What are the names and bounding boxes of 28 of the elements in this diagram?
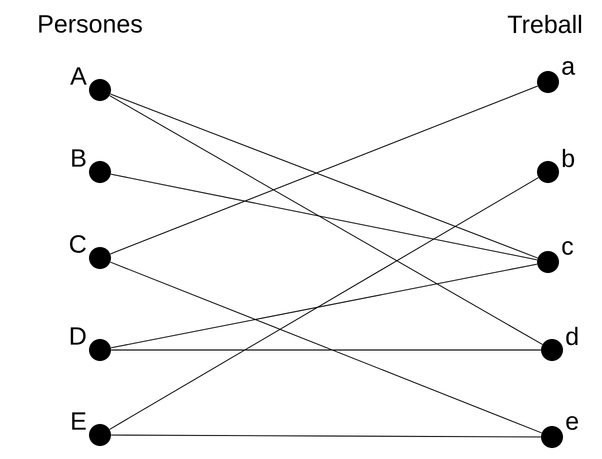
dot [89,424,111,446]
line [110,434,542,438]
node-letter: b [562,148,574,168]
node-letter: D [70,327,86,345]
line [109,95,543,345]
dot [537,161,559,183]
node-letter: e [566,416,578,430]
dot [89,339,111,361]
dot [537,71,559,93]
node-letter: C [70,235,86,253]
dot [89,161,111,183]
dot [537,251,559,273]
node-letter: B [72,149,86,167]
node-letter: d [566,326,578,346]
line [110,174,538,260]
line [110,262,542,434]
node-letter: c [562,241,574,255]
node-letter: E [72,412,86,430]
line [109,177,539,430]
dot [89,247,111,269]
line [110,264,538,348]
node-letter: a [562,61,576,75]
column-heading: Treball [508,14,582,34]
node-letter: A [70,67,87,85]
dot [541,426,563,448]
column-heading: Persones [39,15,142,33]
dot [89,79,111,101]
dot [541,339,563,361]
